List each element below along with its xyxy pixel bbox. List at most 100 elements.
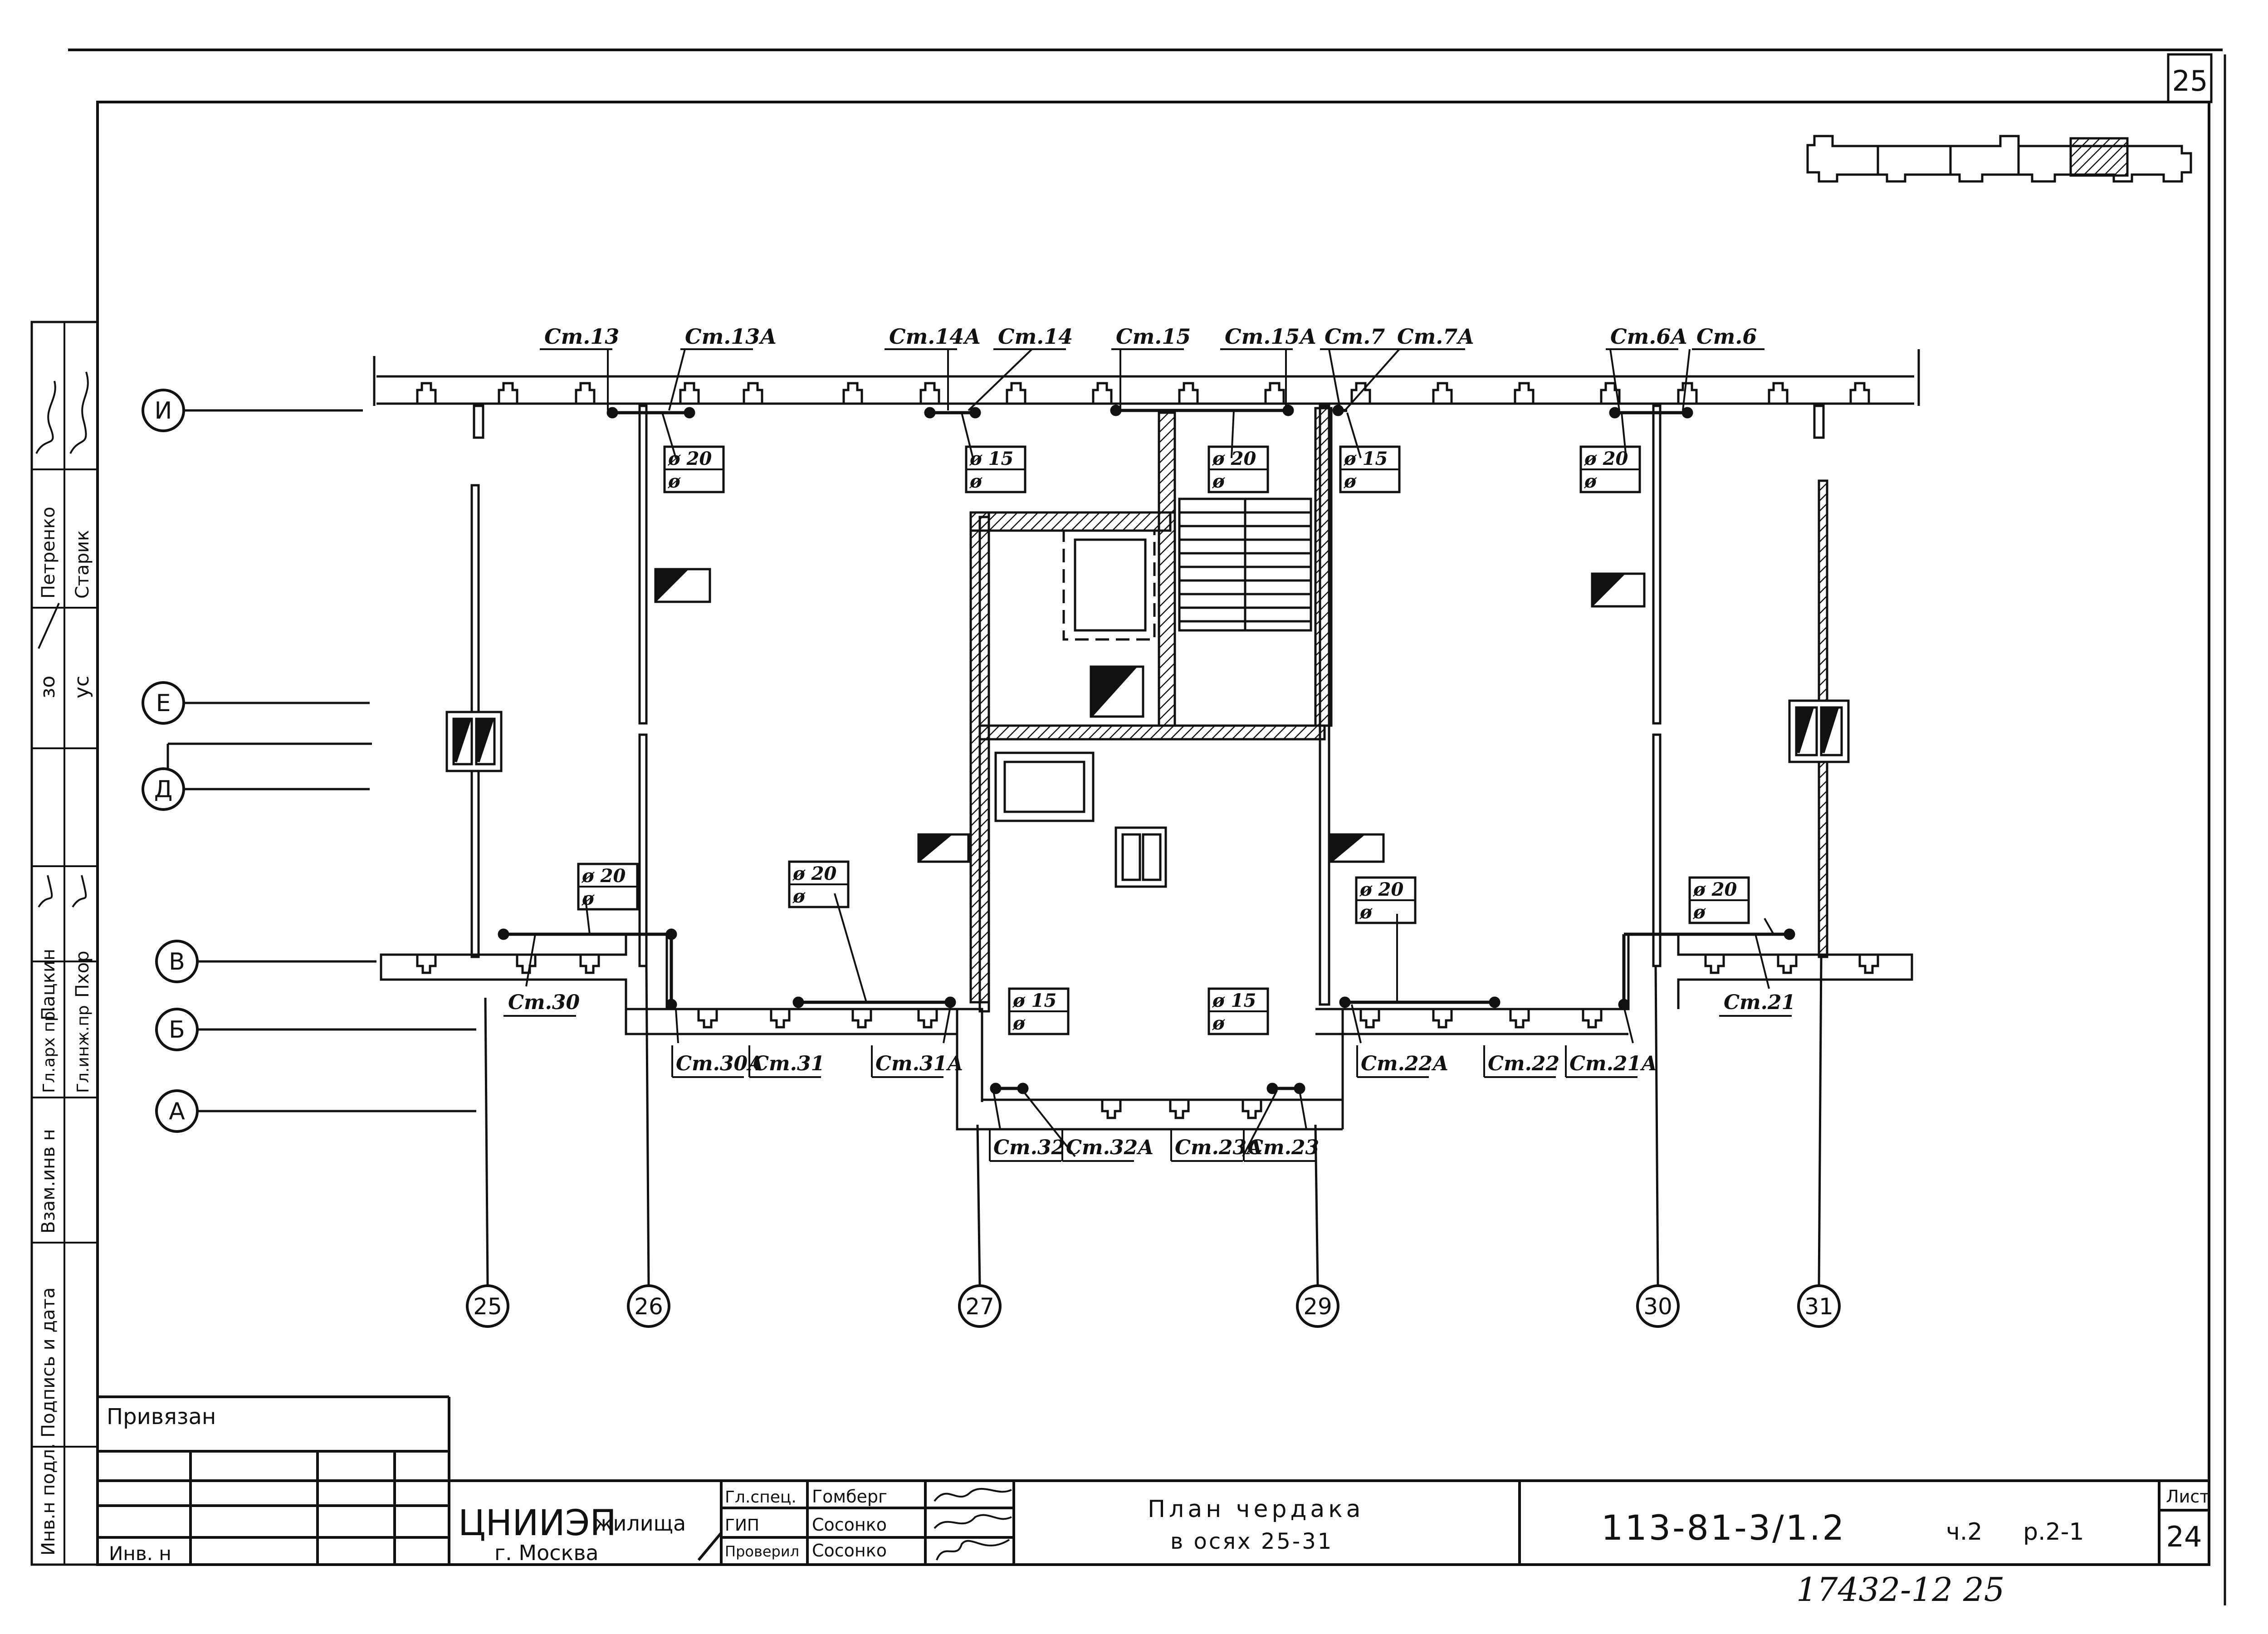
svg-text:Ст.32: Ст.32 [993,1136,1065,1159]
svg-text:ø: ø [1584,471,1597,492]
lower-walls [380,933,1913,1131]
signature-scribble [38,875,87,908]
role-gip: ГИП [725,1516,759,1535]
svg-text:ø 20: ø 20 [1359,879,1403,900]
archive-stamp: 17432-12 25 [1796,1571,2005,1609]
vent-block-icon [1788,699,1850,763]
riser-label: Ст.31 [748,1045,825,1078]
row-axis-marker: В [155,940,376,983]
sidebar-podpis-data: Подпись и дата [38,1288,59,1438]
part-label: ч.2 [1946,1518,1982,1546]
diameter-box: ø 15ø [965,445,1026,493]
col-axis-label: 25 [473,1293,502,1320]
svg-text:Ст.21: Ст.21 [1724,991,1795,1014]
diameter-box: ø 20ø [788,860,850,908]
svg-text:Ст.31: Ст.31 [753,1052,825,1075]
svg-text:ø 15: ø 15 [1343,448,1388,469]
svg-text:Ст.32А: Ст.32А [1066,1136,1154,1159]
vent-shafts [445,568,1850,888]
diameter-box: ø 20ø [577,863,639,911]
riser-label: Ст.21А [1565,1045,1657,1078]
diameter-box: ø 15ø [1207,987,1269,1035]
sheet-number-box: 25 [2167,53,2213,103]
riser-label: Ст.14 [993,324,1073,350]
riser-label: Ст.13А [680,324,777,350]
svg-text:ø: ø [1359,902,1373,923]
wall-teeth-bottom [416,955,1879,1119]
diameter-box: ø 20ø [1207,445,1269,493]
stair-core [969,407,1333,1004]
svg-text:ø 20: ø 20 [792,863,836,884]
top-wall [373,349,1920,406]
col-axis-marker: 27 [958,1124,1002,1328]
vent-shaft-icon [1330,833,1385,863]
signature-scribble [35,371,89,454]
title-line2: в осях 25-31 [1170,1529,1333,1554]
svg-text:ø: ø [792,886,806,907]
diameter-box: ø 20ø [1579,445,1641,493]
col-axis-marker: 26 [627,966,670,1328]
name-sosonko-1: Сосонко [812,1515,887,1535]
vent-shaft-icon [917,833,970,863]
col-axes: 25 26 27 29 30 31 [466,956,1841,1328]
diameter-box: ø 15ø [1008,987,1070,1035]
col-axis-marker: 25 [466,997,509,1328]
col-axis-label: 31 [1804,1293,1833,1320]
sidebar-us: ус [70,676,93,698]
col-axis-marker: 29 [1296,1124,1339,1328]
riser-label: Ст.6А [1606,324,1688,350]
wall-teeth-top [416,382,1870,404]
privyazan-label: Привязан [107,1404,216,1429]
row-axis-label: И [155,397,172,424]
riser-label: Ст.22 [1483,1045,1559,1078]
svg-text:ø: ø [1012,1013,1026,1034]
col-axis-label: 27 [965,1293,994,1320]
svg-text:Ст.22А: Ст.22А [1361,1052,1449,1075]
col-axis-label: 30 [1643,1293,1672,1320]
svg-text:ø 15: ø 15 [1012,990,1056,1011]
svg-text:Ст.14: Ст.14 [998,324,1073,349]
riser-label: Ст.21 [1719,991,1795,1017]
sidebar-pkhor: Пхор [72,951,93,998]
riser-label: Ст.32 [989,1129,1065,1162]
col-axis-marker: 30 [1636,966,1680,1328]
sidebar-petrenko: Петренко [38,507,59,599]
title-line1: План чердака [1148,1496,1364,1523]
riser-label: Ст.7 [1320,324,1393,350]
name-gomberg: Гомберг [812,1487,887,1507]
row-axis-marker: Б [155,1008,476,1051]
svg-text:ø 20: ø 20 [1692,879,1737,900]
col-axis-label: 26 [634,1293,663,1320]
section-label: р.2-1 [2023,1518,2084,1546]
key-plan [1806,135,2192,183]
svg-text:Ст.14А: Ст.14А [889,324,981,349]
svg-text:Ст.31А: Ст.31А [875,1052,963,1075]
svg-text:Ст.22: Ст.22 [1488,1052,1559,1075]
svg-text:Ст.30А: Ст.30А [676,1052,764,1075]
sidebar-gl-inzh: Гл.инж.пр [74,1005,93,1093]
city-label: г. Москва [494,1541,599,1565]
svg-text:ø: ø [1692,902,1706,923]
svg-text:Ст.7А: Ст.7А [1397,324,1475,349]
sidebar-vzam-inv: Взам.инв н [38,1129,59,1234]
riser-label: Ст.31А [871,1045,963,1078]
inner-partitions [470,405,1828,1013]
leader-lines [525,348,1774,1157]
svg-text:Ст.15А: Ст.15А [1225,324,1317,349]
svg-text:Ст.6А: Ст.6А [1610,324,1688,349]
svg-text:Ст.13А: Ст.13А [685,324,777,349]
row-axis-marker: Е [142,681,370,725]
riser-label: Ст.15А [1220,324,1317,350]
role-proveril: Проверил [725,1543,799,1560]
riser-label: Ст.6 [1692,324,1765,350]
riser-label: Ст.13 [540,324,619,350]
diameter-box: ø 20ø [1355,876,1417,924]
riser-label: Ст.7А [1393,324,1475,350]
sheet-number-top: 25 [2172,64,2208,98]
sidebar-zo: зо [36,676,59,698]
name-sosonko-2: Сосонко [812,1541,887,1561]
svg-text:Ст.30: Ст.30 [508,991,580,1014]
row-axis-marker: Д [142,767,370,811]
